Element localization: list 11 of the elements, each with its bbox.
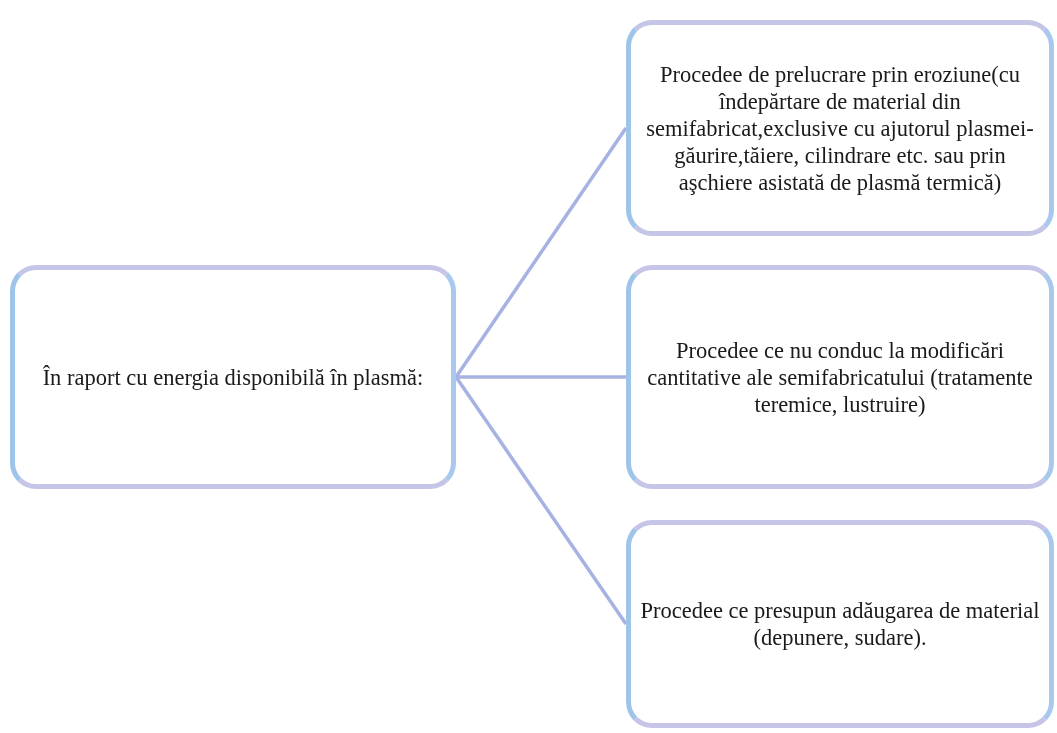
process-box (626, 520, 1054, 728)
box-text: În raport cu energia disponibilă în plasmă: (42, 363, 424, 391)
connector-line (454, 127, 628, 378)
process-box (626, 265, 1054, 489)
box-text: Procedee ce presupun adăugarea de material (depunere, sudare). (639, 597, 1041, 651)
process-box (626, 20, 1054, 236)
box-text: Procedee de prelucrare prin eroziune(cu îndepărtare de material din semifabricat,exclusive cu ajutorul plasmei-găurire,tăiere, cilindrare etc. sau prin aşchiere asistată de plasmă termică) (645, 60, 1035, 196)
connector-line (456, 375, 626, 379)
connector-line (454, 376, 628, 625)
process-box (10, 265, 456, 489)
box-text: Procedee ce nu conduc la modificări cantitative ale semifabricatului (tratamente teremice, lustruire) (646, 336, 1034, 418)
